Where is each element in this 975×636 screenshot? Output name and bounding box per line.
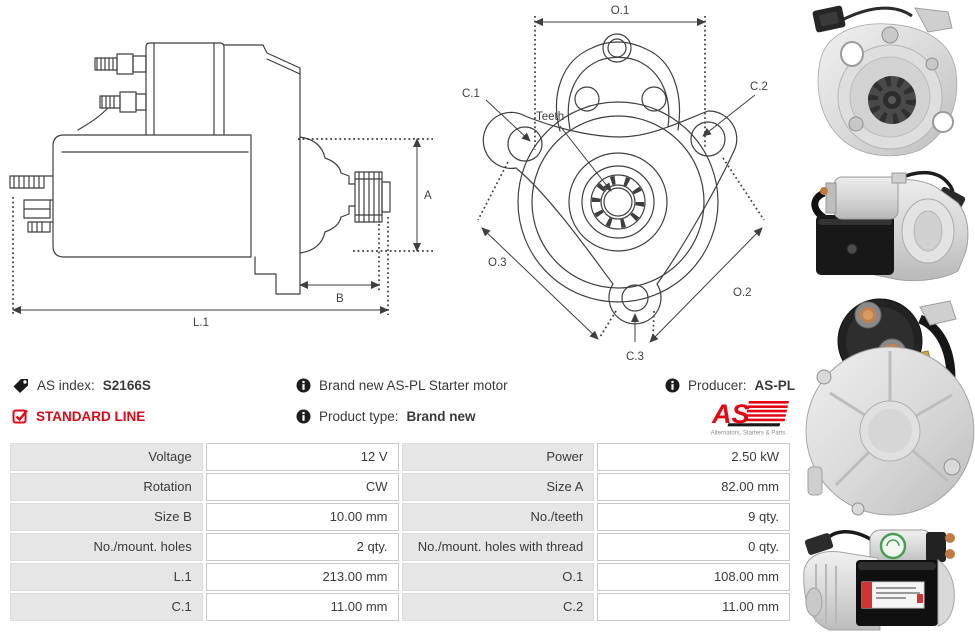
logo-tagline: Alternators, Starters & Parts: [711, 431, 786, 437]
description-row: Brand new AS-PL Starter motor: [296, 376, 508, 394]
spec-label: L.1: [10, 563, 203, 591]
spec-value: 108.00 mm: [597, 563, 790, 591]
logo-text: AS: [711, 399, 750, 429]
dim-c3-label: C.3: [626, 351, 644, 363]
producer-row: Producer: AS-PL: [665, 376, 795, 394]
as-index-row: AS index: S2166S: [12, 376, 151, 394]
spec-value: 11.00 mm: [205, 593, 399, 621]
producer-value: AS-PL: [754, 377, 796, 393]
standard-line-badge: STANDARD LINE: [36, 408, 146, 424]
spec-label: O.1: [401, 563, 595, 591]
spec-value: 2.50 kW: [597, 443, 790, 471]
as-pl-logo: AS Alternators, Starters & Parts: [711, 399, 789, 437]
dim-o2-label: O.2: [733, 287, 752, 299]
product-photo-front: [812, 5, 958, 157]
dim-b-label: B: [336, 293, 344, 305]
info-icon: [665, 378, 680, 393]
spec-label: Voltage: [10, 443, 203, 471]
info-icon: [296, 378, 311, 393]
product-photo-rear: [805, 298, 975, 516]
side-view-technical-drawing: A B L.1: [9, 42, 433, 329]
tag-icon: [12, 377, 29, 394]
standard-line-row: STANDARD LINE: [12, 407, 145, 425]
spec-label: Rotation: [10, 473, 203, 501]
spec-value: 10.00 mm: [205, 503, 399, 531]
product-description: Brand new AS-PL Starter motor: [319, 377, 508, 393]
product-photo-side: [811, 170, 969, 282]
spec-value: 9 qty.: [597, 503, 790, 531]
info-icon: [296, 409, 311, 424]
spec-label: C.1: [10, 593, 203, 621]
producer-label: Producer:: [688, 377, 747, 393]
product-type-value: Brand new: [406, 408, 476, 424]
dim-a-label: A: [424, 190, 432, 202]
spec-value: 2 qty.: [205, 533, 399, 561]
dim-l1-label: L.1: [193, 317, 209, 329]
spec-label: No./teeth: [401, 503, 595, 531]
checkbox-checked-icon: [12, 408, 28, 424]
dim-o1-label: O.1: [611, 5, 630, 17]
spec-label: Size A: [401, 473, 595, 501]
spec-value: CW: [205, 473, 399, 501]
as-index-label: AS index:: [37, 377, 95, 393]
teeth-label: Teeth: [536, 111, 564, 123]
product-type-label: Product type:: [319, 408, 399, 424]
dim-c2-label: C.2: [750, 81, 768, 93]
spec-label: Power: [401, 443, 595, 471]
spec-value: 82.00 mm: [597, 473, 790, 501]
dim-c1-label: C.1: [462, 88, 480, 100]
spec-label: No./mount. holes with thread: [401, 533, 595, 561]
dim-o3-label: O.3: [488, 257, 507, 269]
spec-table: Voltage 12 V Power 2.50 kW Rotation CW S…: [10, 443, 790, 621]
spec-label: No./mount. holes: [10, 533, 203, 561]
spec-value: 0 qty.: [597, 533, 790, 561]
product-type-row: Product type: Brand new: [296, 407, 476, 425]
spec-value: 213.00 mm: [205, 563, 399, 591]
spec-label: Size B: [10, 503, 203, 531]
spec-value: 11.00 mm: [597, 593, 790, 621]
spec-value: 12 V: [205, 443, 399, 471]
front-view-technical-drawing: O.1 C.1 C.2 Teeth O.3: [462, 5, 768, 363]
product-photo-label-side: [803, 529, 955, 631]
as-index-value: S2166S: [102, 377, 151, 393]
spec-label: C.2: [401, 593, 595, 621]
